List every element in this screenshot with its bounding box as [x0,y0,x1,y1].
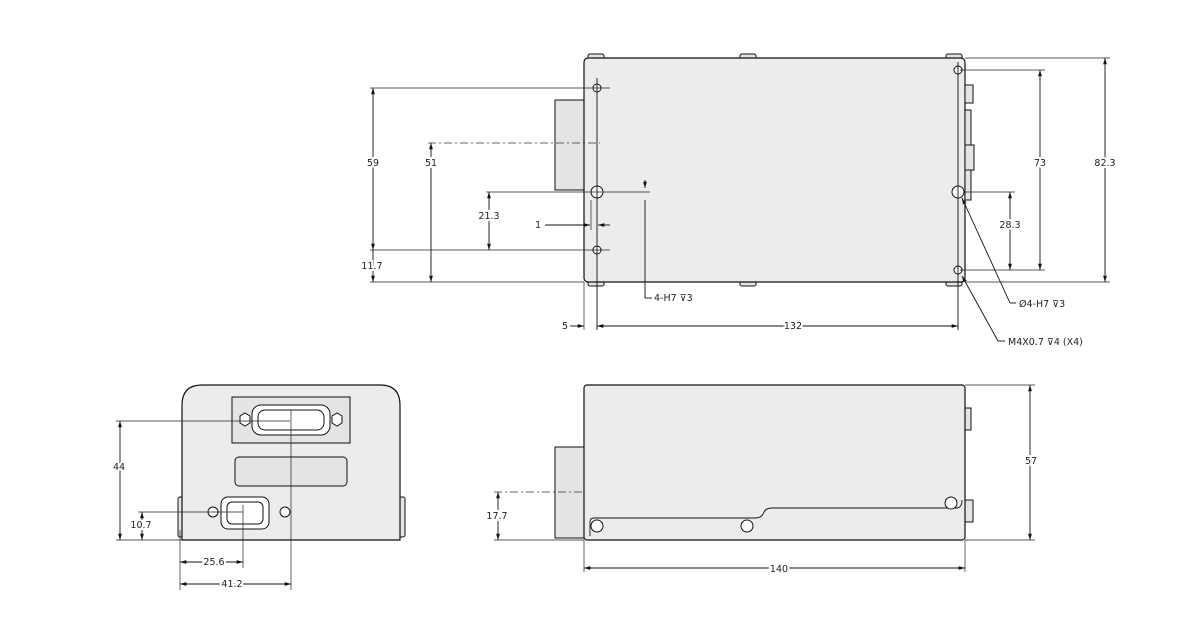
front-view: 44 10.7 25.6 41.2 [111,384,406,592]
dim-17-7: 17.7 [486,511,507,522]
dim-5: 5 [562,321,568,332]
dim-82-3: 82.3 [1094,158,1115,169]
dim-44: 44 [113,462,125,473]
dim-1: 1 [535,220,541,231]
note-4-h7-left: 4-H7 ⊽3 [654,293,693,304]
dim-132: 132 [784,321,802,332]
dim-140: 140 [770,564,788,575]
dim-28-3: 28.3 [999,220,1020,231]
side-view: 57 17.7 140 [484,384,1039,577]
dim-11-7: 11.7 [361,261,382,272]
lens-mount-protrusion [554,99,586,191]
top-view: 59 11.7 51 21.3 1 4-H7 ⊽3 5 132 82.3 [359,53,1118,348]
dim-73: 73 [1034,158,1046,169]
lens-mount-side [554,446,586,539]
dim-10-7: 10.7 [130,520,151,531]
top-view-body [583,57,966,283]
dim-41-2: 41.2 [221,579,242,590]
dim-59: 59 [367,158,379,169]
dim-25-6: 25.6 [203,557,224,568]
note-m4-tapped: M4X0.7 ⊽4 (X4) [1008,337,1083,348]
side-view-body [583,384,966,541]
dim-21-3: 21.3 [478,211,499,222]
dim-51: 51 [425,158,437,169]
dim-57: 57 [1025,456,1037,467]
note-4-h7-right: Ø4-H7 ⊽3 [1019,299,1065,310]
